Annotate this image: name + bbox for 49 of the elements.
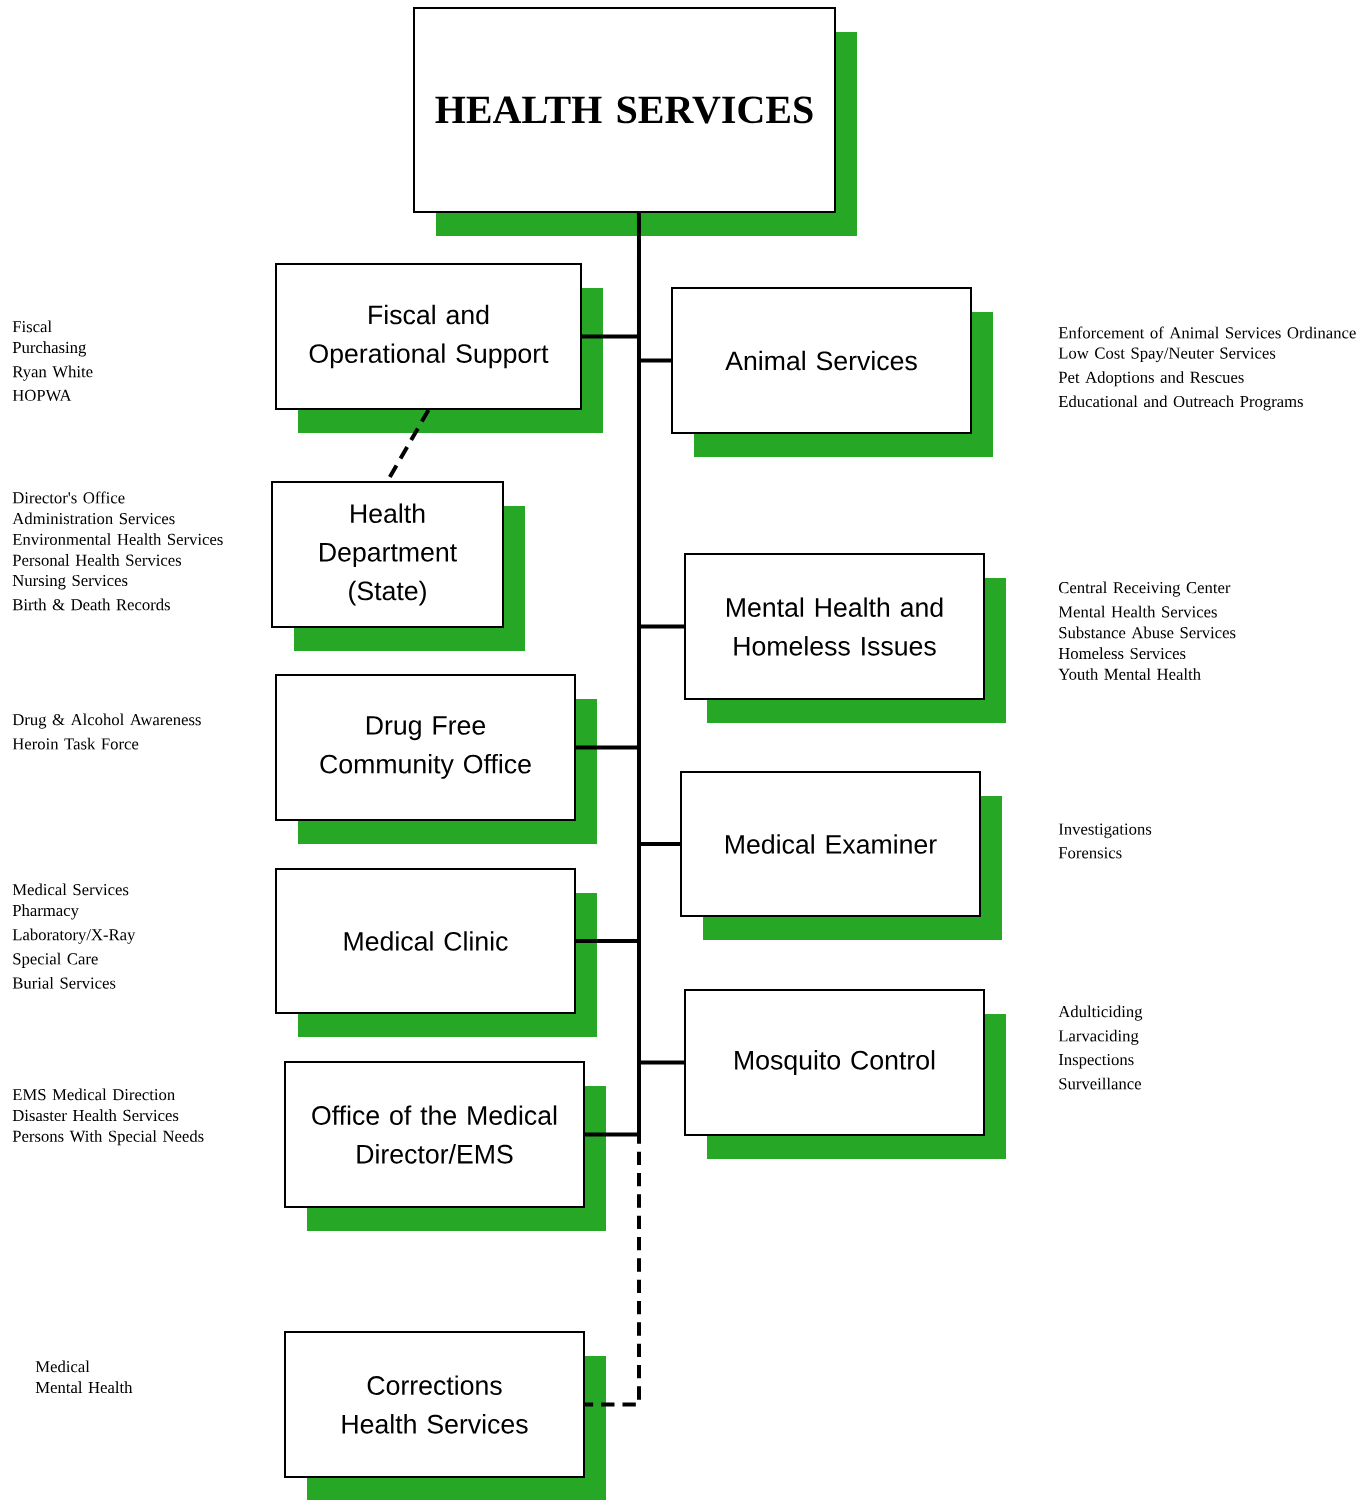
service-list-item: Purchasing [12, 341, 86, 357]
org-box: Mosquito Control [684, 989, 1006, 1159]
service-list-item: Birth & Death Records [12, 598, 170, 611]
service-list-item: Youth Mental Health [1058, 668, 1201, 680]
connector-line [585, 213, 641, 1407]
service-list-item: Mental Health Services [1058, 605, 1217, 618]
service-list-item: Personal Health Services [12, 554, 182, 566]
service-list-item: Investigations [1058, 823, 1152, 839]
service-list-item: Administration Services [12, 512, 175, 525]
org-box: Corrections Health Services [284, 1331, 606, 1500]
service-list-item: Environmental Health Services [12, 533, 223, 546]
service-list-item: Adulticiding [1058, 1005, 1143, 1021]
service-list-item: EMS Medical Direction [12, 1088, 175, 1101]
service-list-item: HOPWA [12, 389, 72, 402]
service-list-item: Nursing Services [12, 574, 128, 590]
org-box: Medical Clinic [275, 868, 597, 1037]
service-list-item: Forensics [1058, 847, 1122, 859]
service-list-item: Substance Abuse Services [1059, 626, 1236, 639]
service-list-item: Medical Services [12, 883, 129, 896]
service-list-item: Ryan White [12, 365, 93, 381]
org-box: Office of the Medical Director/EMS [284, 1061, 606, 1231]
service-list-item: Persons With Special Needs [12, 1130, 204, 1146]
service-list-item: Pharmacy [12, 904, 79, 920]
service-list-item: Burial Services [12, 976, 116, 989]
service-list-item: Director's Office [12, 491, 125, 504]
service-list-item: Surveillance [1059, 1077, 1141, 1090]
service-list-item: Fiscal [12, 320, 52, 333]
service-list-item: Drug & Alcohol Awareness [12, 713, 201, 729]
org-box: HEALTH SERVICES [413, 7, 857, 236]
org-box: Animal Services [671, 287, 993, 457]
service-list-item: Laboratory/X-Ray [12, 928, 136, 944]
service-list-item: Medical [35, 1360, 90, 1373]
service-list-item: Inspections [1058, 1054, 1134, 1069]
service-list-item: Central Receiving Center [1058, 581, 1231, 597]
org-box: Drug Free Community Office [275, 674, 597, 844]
service-list-item: Larvaciding [1058, 1029, 1139, 1045]
service-list-item: Low Cost Spay/Neuter Services [1058, 347, 1276, 363]
service-list-item: Enforcement of Animal Services Ordinance [1058, 326, 1356, 339]
org-box: Mental Health and Homeless Issues [684, 553, 1006, 723]
org-box: Medical Examiner [680, 771, 1002, 940]
service-list-item: Disaster Health Services [12, 1109, 179, 1122]
service-list-item: Pet Adoptions and Rescues [1058, 371, 1244, 387]
service-list-item: Homeless Services [1058, 647, 1186, 660]
org-box: Health Department (State) [271, 481, 525, 651]
service-list-item: Mental Health [35, 1381, 133, 1394]
service-list-item: Special Care [13, 952, 98, 968]
service-list-item: Educational and Outreach Programs [1058, 395, 1303, 411]
service-list-item: Heroin Task Force [12, 737, 139, 750]
org-box: Fiscal and Operational Support [275, 263, 603, 433]
